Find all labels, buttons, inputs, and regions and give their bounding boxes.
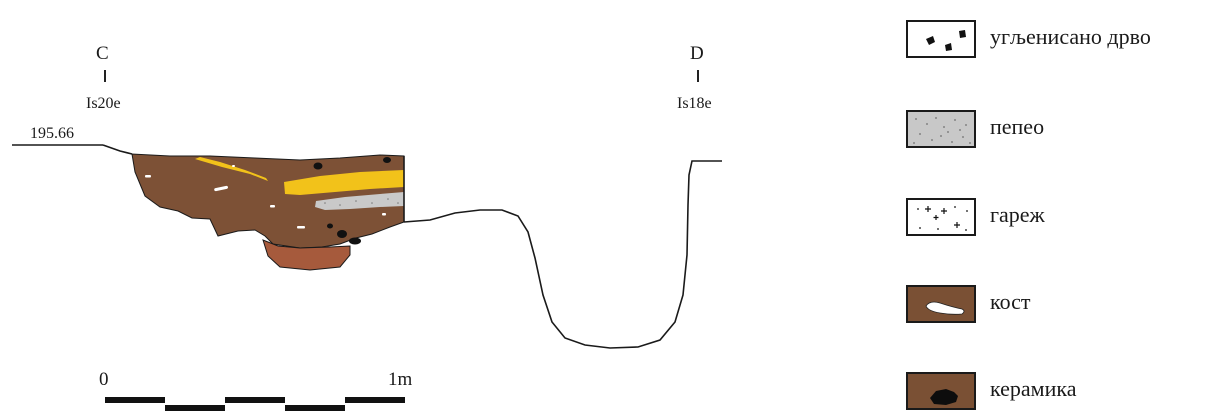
code-label-left: Is20e [86,95,121,112]
charcoal-icon [906,20,976,58]
sherd-icon [906,372,976,410]
scale-start-label: 0 [99,369,109,390]
scale-end-label: 1m [388,369,413,390]
legend-item-charcoal: угљенисано дрво [906,20,1201,60]
code-label-right: Is18e [677,95,712,112]
point-label-d: D [690,43,704,64]
legend-label-ceramic: керамика [990,376,1077,401]
yellow-lens-small [195,157,268,181]
legend-label-ash: пепео [990,114,1045,139]
ash-icon [906,110,976,148]
legend-item-ash: пепео [906,110,1201,150]
ash-lens [315,192,404,210]
point-d-tick [697,70,699,82]
legend-label-burnt: гареж [990,202,1045,227]
point-label-c: C [96,43,109,64]
ash-speckles [324,198,399,206]
bone-icon [906,285,976,323]
elevation-label: 195.66 [30,125,74,142]
section-profile [12,144,722,349]
legend-label-charcoal: угљенисано дрво [990,24,1151,49]
yellow-lens-large [284,170,404,195]
legend-item-burnt: гареж [906,198,1201,238]
crosses-icon [906,198,976,236]
legend-item-bone: кост [906,285,1201,325]
ceramic-fragments [313,157,391,245]
point-c-tick [104,70,106,82]
bone-fragments [145,165,386,229]
fill-layer-red [262,239,351,271]
legend-label-bone: кост [990,289,1031,314]
legend-item-ceramic: керамика [906,372,1201,412]
scale-bar [105,397,405,411]
profile-outline [102,144,722,349]
